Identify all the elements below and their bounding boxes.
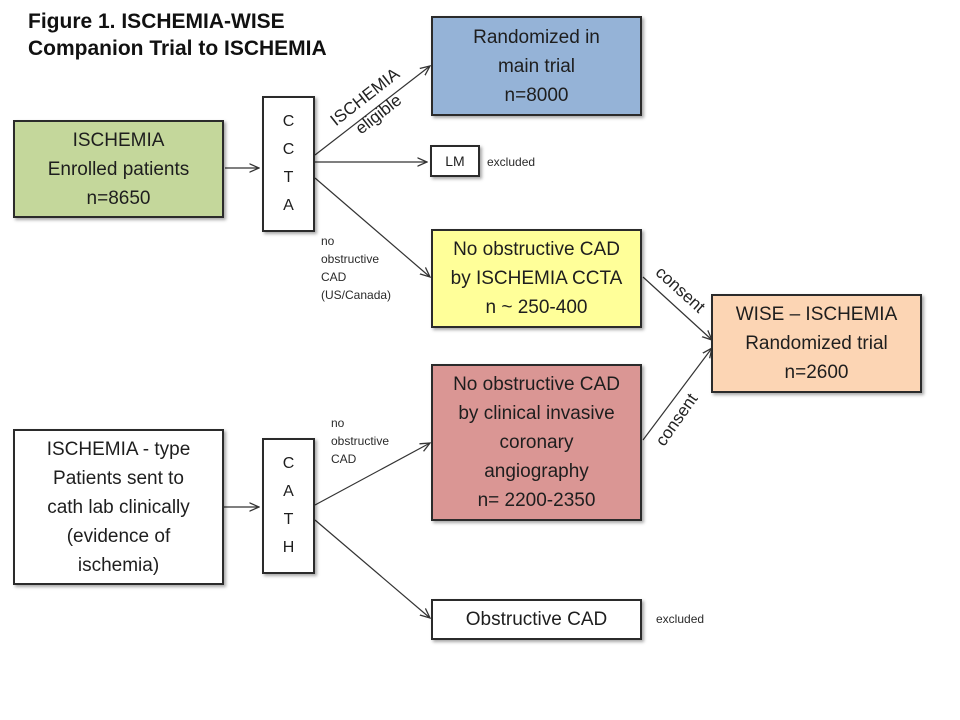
enrolled-line3: n=8650 [86,187,151,209]
no-obstructive-us-line2: obstructive [321,252,380,266]
ccta-letter-4: A [283,197,294,214]
no-obstructive-cath-line1: No obstructive CAD [453,374,620,395]
figure-title-line2: Companion Trial to ISCHEMIA [28,37,327,60]
no-obstructive-us-line1: no [321,234,335,248]
ischemia-type-box: ISCHEMIA - type Patients sent to cath la… [13,429,224,585]
enrolled-line1: ISCHEMIA [72,129,165,151]
obstructive-excluded-label: excluded [656,612,705,626]
ccta-letter-1: C [282,113,295,130]
arrow-cath-to-obstructive [314,519,430,618]
figure-title: Figure 1. ISCHEMIA-WISE Companion Trial … [28,8,327,62]
arrow-ccta-to-randomized [314,66,430,156]
enrolled-line2: Enrolled patients [47,158,190,180]
ccta-box: C C T A [262,96,315,232]
cath-letter-4: H [282,539,295,556]
no-obstructive-us-canada-note: no obstructive CAD (US/Canada) [321,232,391,304]
ischemia-type-line3: cath lab clinically [47,496,190,518]
lm-label: LM [445,153,465,169]
ischemia-type-line5: ischemia) [77,554,160,576]
wise-ischemia-box: WISE – ISCHEMIA Randomized trial n=2600 [711,294,922,393]
ccta-letter-3: T [283,169,294,186]
no-obstructive-cath-line5: n= 2200-2350 [477,490,596,511]
no-obstructive-cath-line2: by clinical invasive [458,403,615,424]
no-obstructive-ccta-line1: No obstructive CAD [453,239,620,260]
cath-box: C A T H [262,438,315,574]
randomized-line3: n=8000 [504,84,569,106]
no-obstructive-cath-line3: coronary [499,432,574,453]
cath-letter-1: C [282,455,295,472]
wise-line1: WISE – ISCHEMIA [735,304,898,325]
ischemia-type-line1: ISCHEMIA - type [46,438,191,460]
enrolled-patients-box: ISCHEMIA Enrolled patients n=8650 [13,120,224,218]
no-obstructive-cath-note-line2: obstructive [331,434,390,448]
no-obstructive-ccta-line2: by ISCHEMIA CCTA [450,268,623,289]
obstructive-cad-box: Obstructive CAD [431,599,642,640]
randomized-line2: main trial [497,55,576,77]
ccta-letter-2: C [282,141,295,158]
randomized-main-trial-box: Randomized in main trial n=8000 [431,16,642,116]
lm-box: LM [430,145,480,177]
lm-excluded-label: excluded [487,155,536,169]
arrow-cath-cad-to-wise [642,348,712,441]
no-obstructive-cath-note: no obstructive CAD [331,414,389,468]
arrow-ccta-cad-to-wise [642,276,712,340]
cath-letter-3: T [283,511,294,528]
no-obstructive-us-line3: CAD [321,270,347,284]
wise-line3: n=2600 [784,362,849,383]
randomized-line1: Randomized in [473,26,600,48]
figure-title-line1: Figure 1. ISCHEMIA-WISE [28,10,285,33]
ischemia-type-line2: Patients sent to [53,467,184,489]
arrow-ccta-to-no-obstructive [314,177,430,277]
no-obstructive-cath-note-line1: no [331,416,345,430]
no-obstructive-ccta-box: No obstructive CAD by ISCHEMIA CCTA n ~ … [431,229,642,328]
cath-letter-2: A [283,483,294,500]
no-obstructive-cath-box: No obstructive CAD by clinical invasive … [431,364,642,521]
no-obstructive-ccta-line3: n ~ 250-400 [485,297,588,318]
wise-line2: Randomized trial [745,333,888,354]
obstructive-cad-label: Obstructive CAD [465,609,608,630]
no-obstructive-cath-note-line3: CAD [331,452,357,466]
no-obstructive-us-line4: (US/Canada) [321,288,392,302]
no-obstructive-cath-line4: angiography [484,461,589,482]
ischemia-type-line4: (evidence of [66,525,171,547]
arrow-cath-to-no-obstructive [314,443,430,506]
